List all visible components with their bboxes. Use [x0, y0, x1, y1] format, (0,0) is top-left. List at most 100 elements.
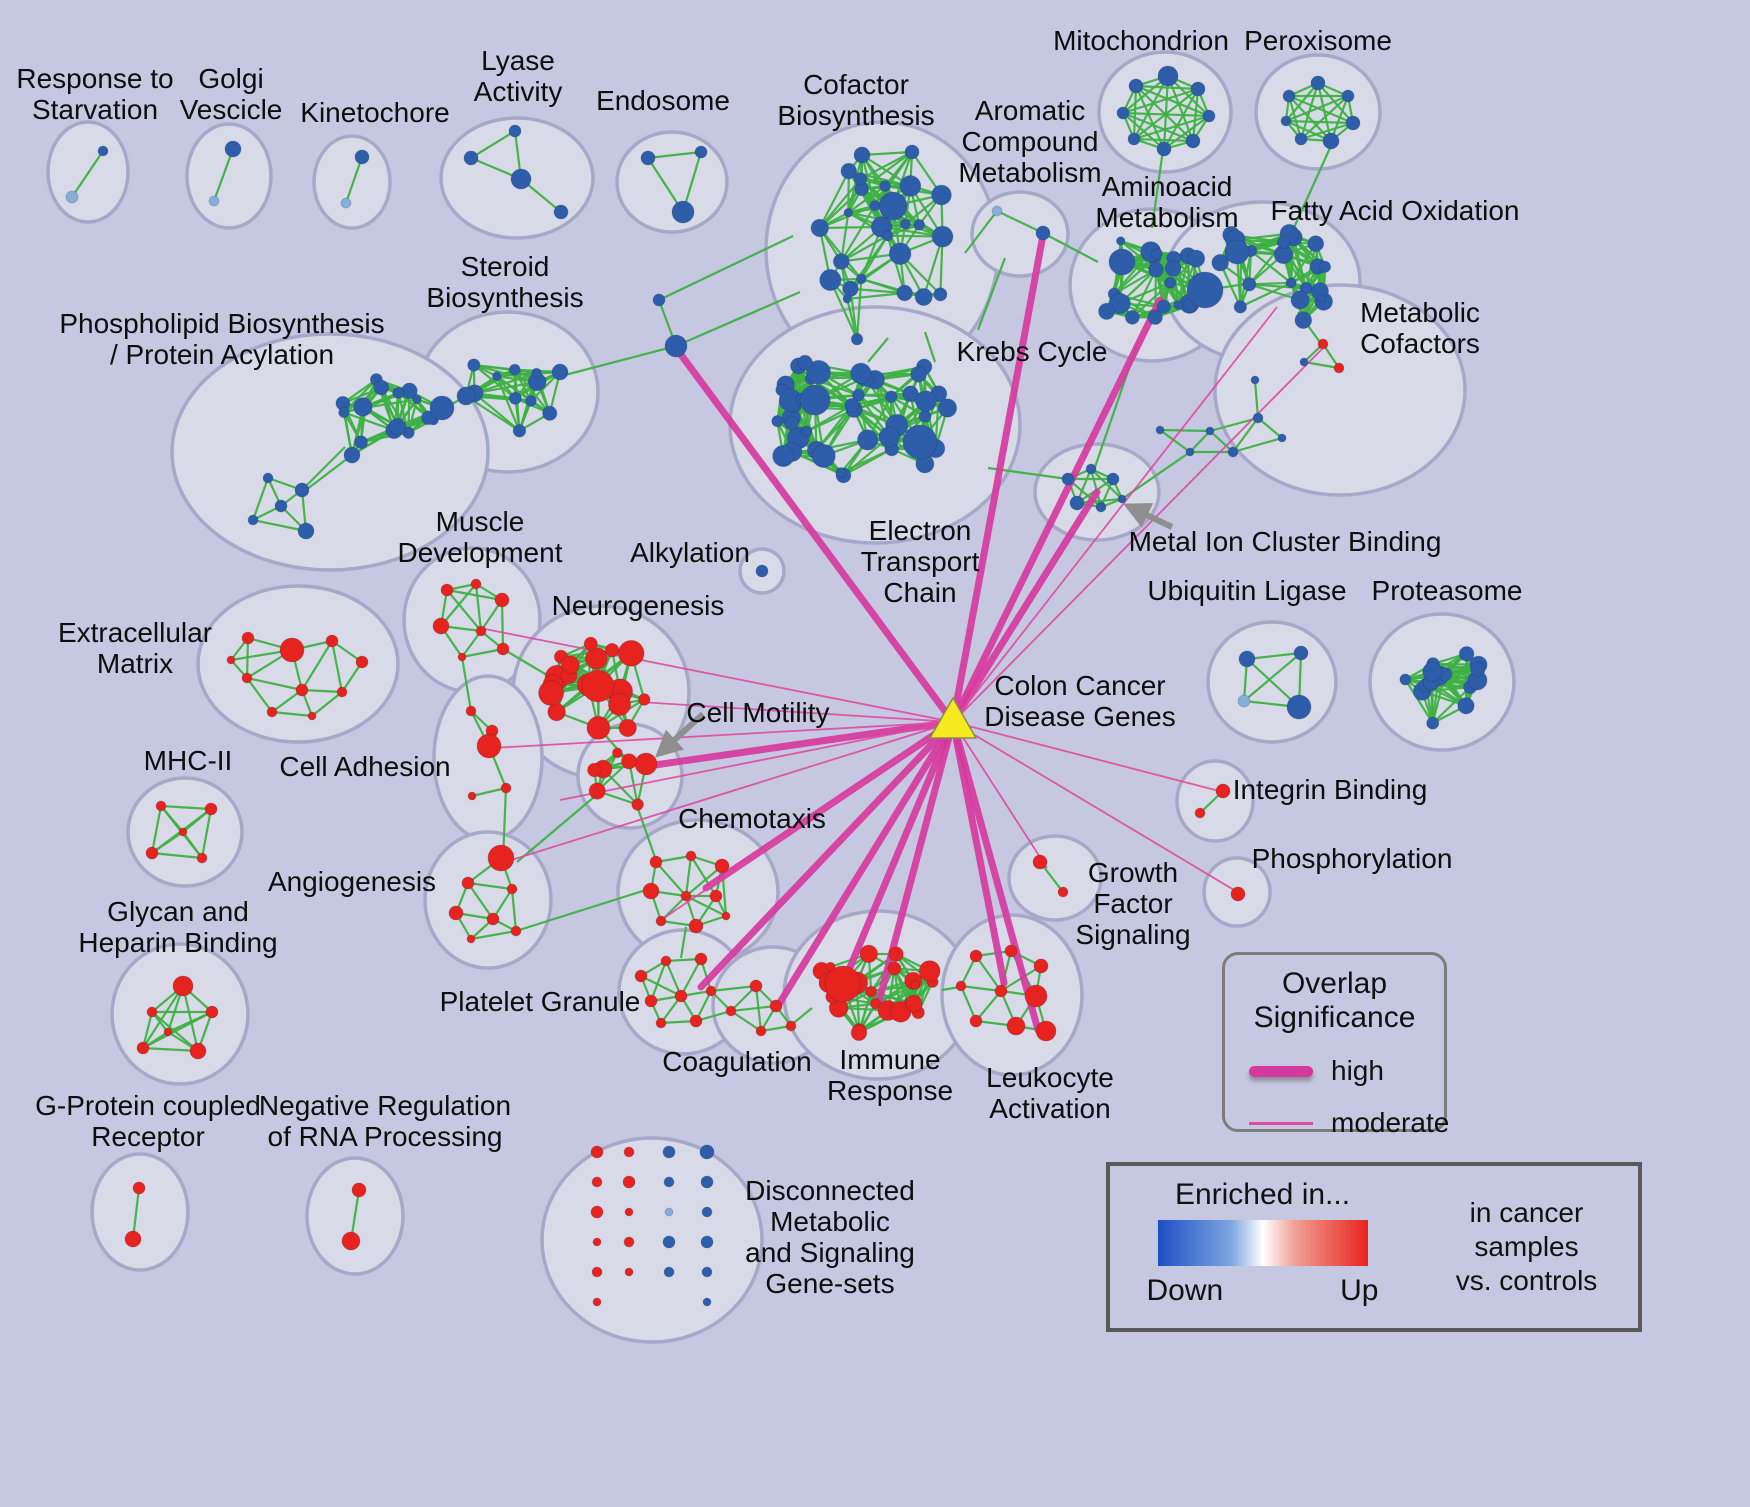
- node-glycan-heparin-binding: [189, 1042, 207, 1060]
- edge: [847, 154, 864, 213]
- node-aminoacid-metabolism: [1109, 292, 1131, 315]
- node-aromatic-compound-metabolism: [1035, 225, 1051, 241]
- edge: [513, 368, 551, 414]
- node-extracellular-matrix: [307, 711, 317, 721]
- cluster-angiogenesis: [423, 830, 553, 970]
- node-metabolic-cofactors-core: [1299, 357, 1309, 367]
- edge: [1163, 115, 1210, 150]
- node-extracellular-matrix: [241, 672, 253, 684]
- node-krebs-etc: [937, 398, 958, 418]
- node-leukocyte-activation: [1004, 944, 1018, 958]
- node-krebs-etc: [771, 415, 784, 428]
- node-cofactor-biosynthesis: [842, 294, 852, 304]
- edge: [1133, 137, 1194, 143]
- edge: [1232, 436, 1283, 454]
- sig-edge-moderate: [663, 721, 954, 919]
- node-integrin-binding: [1194, 807, 1206, 819]
- node-disconnected-genesets: [623, 1146, 635, 1158]
- node-steroid-biosynthesis: [456, 386, 476, 406]
- node-muscle-development: [470, 578, 482, 590]
- edge: [167, 1010, 213, 1034]
- node-steroid-biosynthesis: [551, 363, 569, 381]
- node-steroid-biosynthesis: [542, 405, 558, 421]
- node-chemotaxis: [649, 855, 663, 869]
- edge: [1317, 82, 1354, 124]
- edge: [1250, 250, 1292, 284]
- node-fatty-acid-oxidation: [1294, 311, 1313, 330]
- edge: [649, 960, 668, 1002]
- node-disconnected-genesets: [663, 1176, 675, 1188]
- colorbar-section: Enriched in... Down Up: [1110, 1166, 1415, 1328]
- node-lyase-activity: [553, 204, 569, 220]
- edge: [305, 454, 353, 491]
- node-metabolic-strays: [1252, 412, 1264, 424]
- edge: [684, 855, 693, 897]
- edge: [564, 344, 677, 377]
- sig-edge-high: [949, 296, 1164, 726]
- node-disconnected-genesets: [624, 1267, 634, 1277]
- node-disconnected-genesets: [701, 1206, 713, 1218]
- edge: [818, 227, 863, 280]
- node-cofactor-biosynthesis: [904, 144, 920, 160]
- node-muscle-development: [432, 617, 450, 635]
- node-platelet-coagulation: [644, 994, 658, 1008]
- node-mitochondrion: [1156, 141, 1172, 157]
- krebs-cycle-label: Krebs Cycle: [957, 336, 1108, 367]
- edge: [271, 710, 313, 718]
- node-cofactor-biosynthesis: [850, 332, 864, 346]
- cluster-gpcr: [90, 1152, 190, 1272]
- node-glycan-heparin-binding: [146, 1006, 158, 1018]
- edge: [1246, 651, 1302, 661]
- node-platelet-coagulation: [725, 1005, 737, 1017]
- edge: [460, 656, 473, 712]
- sig-edge-high: [949, 718, 1042, 1034]
- moderate-significance-line-icon: [1249, 1121, 1313, 1125]
- node-kinetochore: [340, 197, 352, 209]
- sig-edge-moderate: [952, 721, 1048, 869]
- node-muscle-development: [440, 583, 454, 597]
- node-disconnected-genesets: [592, 1237, 602, 1247]
- node-krebs-etc: [850, 362, 872, 385]
- neurogenesis-label: Neurogenesis: [552, 590, 725, 621]
- edge: [467, 881, 513, 891]
- node-immune-response: [904, 994, 923, 1013]
- edge: [470, 929, 517, 941]
- enrichment-colorbar-legend: Enriched in... Down Up in cancer samples…: [1106, 1162, 1642, 1332]
- edge: [1133, 114, 1210, 141]
- node-aminoacid-metabolism: [1187, 249, 1206, 268]
- edge: [246, 677, 273, 713]
- edge: [975, 990, 1002, 1022]
- node-cofactor-biosynthesis: [855, 273, 867, 285]
- node-immune-response: [918, 960, 941, 982]
- edge: [1122, 111, 1194, 143]
- node-steroid-biosynthesis: [531, 367, 542, 379]
- node-angiogenesis: [510, 925, 522, 937]
- edge: [1122, 112, 1165, 150]
- node-leukocyte-activation: [1024, 984, 1048, 1008]
- edge: [331, 640, 363, 663]
- node-cell-motility-cluster: [588, 782, 606, 800]
- node-endosome: [694, 145, 708, 159]
- node-leukocyte-activation: [1006, 1016, 1026, 1036]
- node-cofactor-biosynthesis: [896, 284, 913, 302]
- edge: [212, 148, 235, 202]
- edge: [675, 290, 801, 348]
- edge: [301, 688, 343, 694]
- up-label: Up: [1340, 1274, 1379, 1307]
- node-steroid-biosynthesis: [512, 423, 527, 438]
- node-extracellular-matrix: [279, 637, 305, 663]
- edge: [887, 223, 920, 237]
- node-cofactor-biosynthesis: [931, 184, 952, 206]
- node-peroxisome: [1280, 115, 1292, 127]
- node-disconnected-genesets: [700, 1175, 714, 1189]
- node-endosome: [671, 200, 695, 224]
- integrin-binding-label: Integrin Binding: [1233, 774, 1428, 805]
- sig-edge-moderate: [639, 701, 954, 723]
- edge: [131, 1187, 141, 1240]
- node-disconnected-genesets: [701, 1266, 713, 1278]
- node-mitochondrion: [1185, 133, 1201, 149]
- node-mitochondrion: [1128, 78, 1144, 94]
